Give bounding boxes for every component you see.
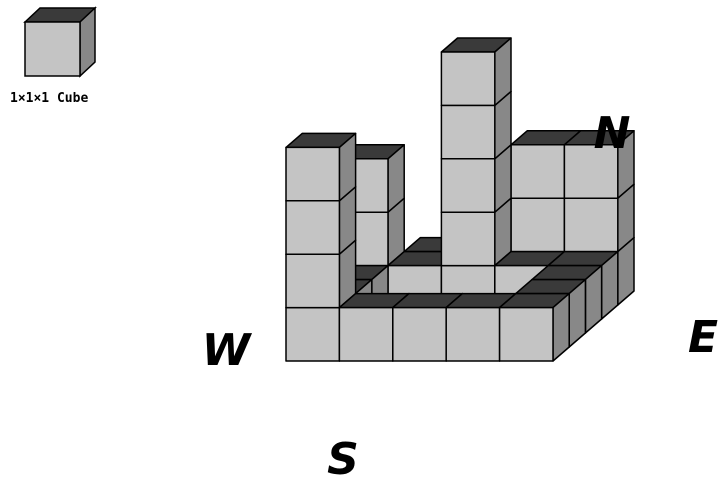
cube-front-face <box>440 211 496 267</box>
direction-north-label: N <box>594 108 631 159</box>
cube-front-face <box>510 197 566 253</box>
cube-front-face <box>285 306 341 362</box>
legend-cube-icon <box>23 6 97 78</box>
unit-cube <box>440 37 512 107</box>
legend: 1×1×1 Cube <box>10 6 97 106</box>
direction-west-label: W <box>202 325 253 376</box>
direction-south-label: S <box>327 434 359 482</box>
cube-front-face <box>498 306 554 362</box>
cube-front-face <box>392 306 447 362</box>
cube-front-face <box>440 158 496 213</box>
unit-cube <box>563 130 635 199</box>
cube-front-face <box>440 104 496 160</box>
unit-cube <box>285 132 357 202</box>
cube-front-face <box>563 197 619 253</box>
cube-front-face <box>338 306 394 362</box>
cube-front-face <box>285 200 341 255</box>
cube-front-face <box>285 253 341 309</box>
unit-cube <box>498 292 570 362</box>
cube-front-face <box>440 51 496 107</box>
cube-front-face <box>563 144 619 199</box>
cube-assembly <box>285 37 635 362</box>
legend-caption: 1×1×1 Cube <box>10 91 88 106</box>
cube-front-face <box>510 144 566 199</box>
cube-front-face <box>285 146 341 202</box>
cube-front-face <box>445 306 501 362</box>
direction-east-label: E <box>688 312 718 363</box>
